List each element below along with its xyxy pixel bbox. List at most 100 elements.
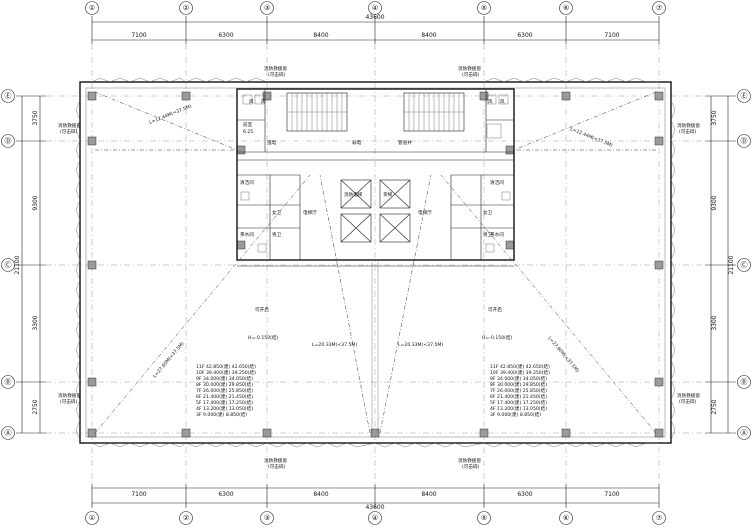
axis-bubble-A-right: Ⓐ xyxy=(741,429,748,437)
room-tea-right: 茶水间 xyxy=(490,231,504,238)
dim-top-2: 6300 xyxy=(218,32,233,39)
floor-row: 8F 30.000(建) 29.850(结) xyxy=(490,381,547,388)
fire-window-note: (可击碎) xyxy=(462,463,480,470)
dim-bottom-1: 7100 xyxy=(131,491,146,498)
height-note-right: H=-0.150(结) xyxy=(482,334,512,341)
left-axis-column: Ⓔ Ⓓ Ⓒ Ⓑ Ⓐ 3750 9300 3300 2750 21100 xyxy=(1,89,46,440)
fire-window-note: (可击碎) xyxy=(679,128,697,135)
dim-bottom-4: 8400 xyxy=(421,491,436,498)
floor-row: 7F 26.000(建) 25.850(结) xyxy=(490,387,547,394)
structural-grid xyxy=(46,44,705,484)
fire-window-tag: 消防救援窗 xyxy=(458,65,481,72)
dim-left-1: 3750 xyxy=(32,110,39,125)
fire-window-tags: 消防救援窗 (可击碎) 消防救援窗 (可击碎) 消防救援窗 (可击碎) 消防救援… xyxy=(58,65,700,470)
floor-row: 3F 9.000(建) 8.850(结) xyxy=(196,411,247,418)
floor-table-left: 11F 42.850(建) 42.650(结) 10F 39.400(建) 39… xyxy=(196,363,256,418)
axis-bubble-bottom-6: ⑥ xyxy=(563,514,569,522)
axis-bubble-bottom-7: ⑦ xyxy=(656,514,662,522)
room-elevator-hall-right: 电梯厅 xyxy=(418,209,432,216)
room-strong-elec: 强电 xyxy=(267,139,277,146)
axis-bubble-3: ③ xyxy=(264,4,270,12)
fire-window-tag: 消防救援窗 xyxy=(264,457,287,464)
dim-top-3: 8400 xyxy=(313,32,328,39)
axis-bubble-bottom-5: ⑤ xyxy=(481,514,487,522)
dim-left-4: 2750 xyxy=(32,399,39,414)
axis-bubble-5: ⑤ xyxy=(481,4,487,12)
room-elevator-hall-left: 电梯厅 xyxy=(303,209,317,216)
floor-row: 5F 17.400(建) 17.250(结) xyxy=(196,399,253,406)
axis-bubble-D-left: Ⓓ xyxy=(5,137,12,145)
floor-row: 4F 13.200(建) 13.050(结) xyxy=(490,405,547,412)
dim-right-1: 3750 xyxy=(711,110,718,125)
office-label-right: 可开启 xyxy=(488,306,502,313)
bottom-axis-row: ① ② ③ ④ ⑤ ⑥ ⑦ 7100 6300 8400 8400 6300 7… xyxy=(85,484,666,525)
room-air-shaft-3: 风 xyxy=(488,99,493,105)
floor-row: 10F 39.400(建) 39.250(结) xyxy=(490,369,550,376)
floor-row: 7F 26.000(建) 25.850(结) xyxy=(196,387,253,394)
floor-row: 6F 21.400(建) 21.450(结) xyxy=(196,393,253,400)
evac-label-bottom-left: L=27.60M(<37.5M) xyxy=(152,341,186,380)
axis-bubble-6: ⑥ xyxy=(563,4,569,12)
room-tea: 茶水间 xyxy=(240,231,254,238)
axis-bubble-1: ① xyxy=(89,4,95,12)
axis-bubble-bottom-4: ④ xyxy=(372,514,378,522)
total-dimension-bottom: 43600 xyxy=(365,504,384,511)
floor-table-right: 11F 42.850(建) 42.650(结) 10F 39.400(建) 39… xyxy=(490,363,550,418)
dim-bottom-6: 7100 xyxy=(604,491,619,498)
evac-label-center-left: L=20.33M(<37.5M) xyxy=(312,342,357,348)
axis-bubble-C-left: Ⓒ xyxy=(5,261,12,269)
fire-window-tag: 消防救援窗 xyxy=(677,392,700,399)
top-axis-row: ① ② ③ ④ ⑤ ⑥ ⑦ 43600 7100 6300 8400 8400 … xyxy=(85,1,666,44)
dim-right-3: 3300 xyxy=(711,315,718,330)
floor-row: 8F 30.000(建) 29.850(结) xyxy=(196,381,253,388)
dim-right-total: 21100 xyxy=(728,255,735,274)
floor-row: 6F 21.400(建) 21.450(结) xyxy=(490,393,547,400)
room-toilet-women: 女卫 xyxy=(272,209,282,216)
office-label-left: 可开启 xyxy=(255,306,269,313)
floor-row: 11F 42.850(建) 42.650(结) xyxy=(196,363,256,370)
fire-window-note: (可击碎) xyxy=(268,463,286,470)
axis-bubble-E-left: Ⓔ xyxy=(5,92,12,100)
room-air-shaft-1: 风 xyxy=(249,99,254,105)
dim-top-6: 7100 xyxy=(604,32,619,39)
dim-right-2: 9300 xyxy=(711,195,718,210)
room-toilet-women-right: 女卫 xyxy=(483,209,493,216)
dim-bottom-5: 6300 xyxy=(517,491,532,498)
room-area: 6.25 xyxy=(243,129,253,135)
dim-bottom-2: 6300 xyxy=(218,491,233,498)
floor-row: 3F 9.000(建) 8.850(结) xyxy=(490,411,541,418)
fire-window-note: (可击碎) xyxy=(268,71,286,78)
axis-bubble-2: ② xyxy=(183,4,189,12)
fire-window-note: (可击碎) xyxy=(679,398,697,405)
axis-bubble-E-right: Ⓔ xyxy=(741,92,748,100)
fire-window-tag: 消防救援窗 xyxy=(458,457,481,464)
axis-bubble-bottom-3: ③ xyxy=(264,514,270,522)
fire-window-tag: 消防救援窗 xyxy=(58,392,81,399)
fire-window-tag: 消防救援窗 xyxy=(677,122,700,129)
fire-window-note: (可击碎) xyxy=(60,398,78,405)
dim-top-5: 6300 xyxy=(517,32,532,39)
dim-top-1: 7100 xyxy=(131,32,146,39)
evac-label-bottom-right: L=27.60M(<37.5M) xyxy=(546,335,580,374)
axis-bubble-A-left: Ⓐ xyxy=(5,429,12,437)
axis-bubble-C-right: Ⓒ xyxy=(741,261,748,269)
dim-top-4: 8400 xyxy=(421,32,436,39)
fire-window-tag: 消防救援窗 xyxy=(58,122,81,129)
evac-label-center-right: L=20.33M(<37.5M) xyxy=(398,342,443,348)
floor-row: 4F 13.200(建) 13.050(结) xyxy=(196,405,253,412)
core xyxy=(236,88,515,267)
room-front-room: 前室 xyxy=(243,121,253,128)
fire-window-note: (可击碎) xyxy=(462,71,480,78)
dim-bottom-3: 8400 xyxy=(313,491,328,498)
room-air-shaft-2: 风 xyxy=(261,99,266,105)
dim-left-total: 21100 xyxy=(14,255,21,274)
axis-bubble-4: ④ xyxy=(372,4,378,12)
floor-row: 5F 17.400(建) 17.250(结) xyxy=(490,399,547,406)
floor-row: 10F 39.400(建) 39.250(结) xyxy=(196,369,256,376)
room-freight: 货梯 xyxy=(383,191,393,198)
axis-bubble-B-right: Ⓑ xyxy=(741,378,748,386)
floor-row: 9F 34.000(建) 34.050(结) xyxy=(196,375,253,382)
room-labels: 前室 6.25 风 风 风 风 强电 弱电 清洁间 清洁间 女卫 女卫 男卫 男… xyxy=(240,99,505,238)
columns xyxy=(87,91,664,438)
